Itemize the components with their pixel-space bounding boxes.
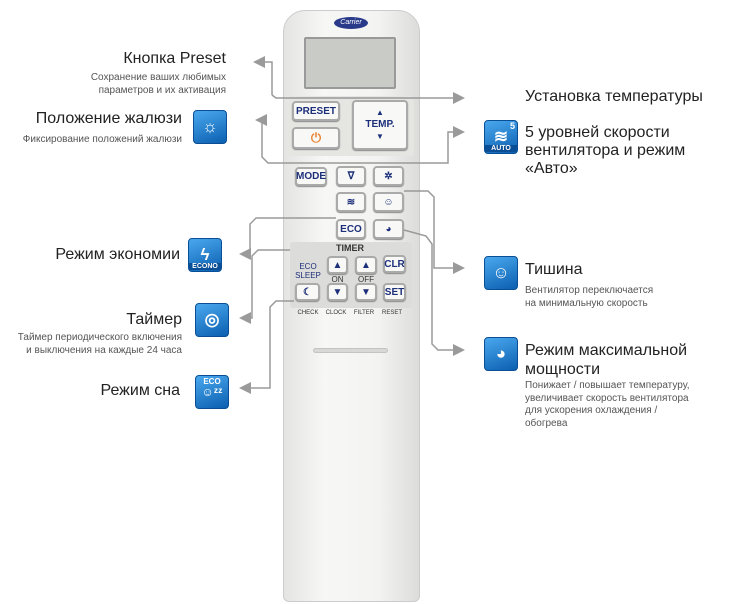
preset-desc-line: параметров и их активация (98, 84, 226, 96)
temp-title: Установка температуры (525, 88, 703, 105)
cover-slot (313, 348, 388, 353)
turbo-title-line: Режим максимальной (525, 342, 688, 359)
line-louver (255, 114, 335, 164)
turbo-desc-line: увеличивает скорость вентилятора (525, 392, 689, 404)
louver-button[interactable]: ≋ (336, 192, 366, 212)
quiet-button[interactable]: ☺ (373, 192, 404, 212)
line-sleep (239, 300, 294, 394)
turbo-desc-line: обогрева (525, 417, 568, 429)
timer-desc-line: и выключения на каждые 24 часа (26, 344, 182, 356)
econo-title: Режим экономии (55, 246, 180, 263)
line-timer (239, 249, 290, 324)
quiet-icon: ☺ (484, 256, 518, 290)
lcd-display (304, 37, 396, 89)
sleep-icon: ECO☺ᶻᶻ (195, 375, 229, 409)
turbo-button[interactable]: ◕ (373, 219, 404, 239)
clock-button[interactable]: CLOCK (325, 310, 347, 316)
louver-desc: Фиксирование положений жалюзи (22, 134, 182, 145)
quiet-desc: Вентилятор переключается на минимальную … (525, 285, 653, 310)
clr-button[interactable]: CLR (383, 255, 406, 273)
power-button[interactable]: ⏻ (292, 127, 340, 149)
preset-desc-line: Сохранение ваших любимых (90, 72, 226, 83)
on-down-button[interactable]: ▼ (327, 283, 348, 301)
temp-down-icon: ▼ (376, 132, 384, 141)
carrier-logo: Carrier (334, 17, 368, 29)
turbo-desc: Понижает / повышает температуру, увеличи… (525, 380, 690, 430)
on-up-button[interactable]: ▲ (327, 256, 348, 274)
sleep-badge: ECO (203, 377, 221, 386)
turbo-title-line: мощности (525, 361, 601, 378)
fan-auto-badge: AUTO (485, 145, 517, 152)
temp-label: TEMP. (365, 119, 395, 130)
eco-sleep-label: ECO SLEEP (295, 262, 321, 280)
line-econo (239, 217, 336, 260)
timer-label: TIMER (336, 243, 364, 253)
fan-title-line: «Авто» (525, 160, 578, 177)
set-button[interactable]: SET (383, 283, 406, 301)
timer-desc-line: Таймер периодического включения (17, 332, 182, 343)
louver-icon: ☼ (193, 110, 227, 144)
turbo-title: Режим максимальной мощности (525, 341, 687, 379)
quiet-title: Тишина (525, 261, 583, 278)
turbo-desc-line: Понижает / повышает температуру, (525, 380, 690, 391)
preset-button[interactable]: PRESET (292, 101, 340, 121)
econo-badge: ECONO (189, 263, 221, 270)
on-label: ON (331, 275, 344, 284)
eco-button[interactable]: ECO (336, 219, 366, 239)
line-turbo (403, 229, 465, 356)
fan-button[interactable]: ✲ (373, 166, 404, 186)
swing-button[interactable]: ᐁ (336, 166, 366, 186)
line-quiet (404, 190, 465, 274)
mode-button[interactable]: MODE (295, 167, 327, 186)
turbo-icon: ◕ (484, 337, 518, 371)
preset-title: Кнопка Preset (123, 50, 226, 67)
quiet-desc-line: Вентилятор переключается (525, 285, 654, 296)
line-temp (271, 92, 465, 104)
temp-button[interactable]: ▲ TEMP. ▼ (352, 100, 408, 150)
line-fan (335, 126, 465, 164)
louver-title: Положение жалюзи (35, 110, 182, 127)
fan-title-line: 5 уровней скорости (525, 124, 670, 141)
quiet-desc-line: на минимальную скорость (525, 297, 648, 309)
off-label: OFF (358, 275, 374, 284)
timer-icon: ◎ (195, 303, 229, 337)
reset-button[interactable]: RESET (381, 310, 402, 316)
line-preset (253, 56, 273, 95)
turbo-desc-line: для ускорения охлаждения / (525, 405, 658, 416)
preset-desc: Сохранение ваших любимых параметров и их… (91, 72, 226, 97)
fan-title-line: вентилятора и режим (525, 142, 686, 159)
check-button[interactable]: CHECK (297, 310, 319, 316)
filter-button[interactable]: FILTER (353, 310, 375, 316)
timer-desc: Таймер периодического включения и выключ… (18, 332, 182, 357)
timer-title: Таймер (126, 311, 182, 328)
sleep-button[interactable]: ☾ (295, 283, 320, 301)
fan-title: 5 уровней скорости вентилятора и режим «… (525, 124, 685, 178)
off-down-button[interactable]: ▼ (355, 283, 377, 301)
off-up-button[interactable]: ▲ (355, 256, 377, 274)
fan-level-badge: 5 (509, 121, 515, 131)
temp-up-icon: ▲ (376, 108, 384, 117)
sleep-title: Режим сна (100, 382, 180, 399)
